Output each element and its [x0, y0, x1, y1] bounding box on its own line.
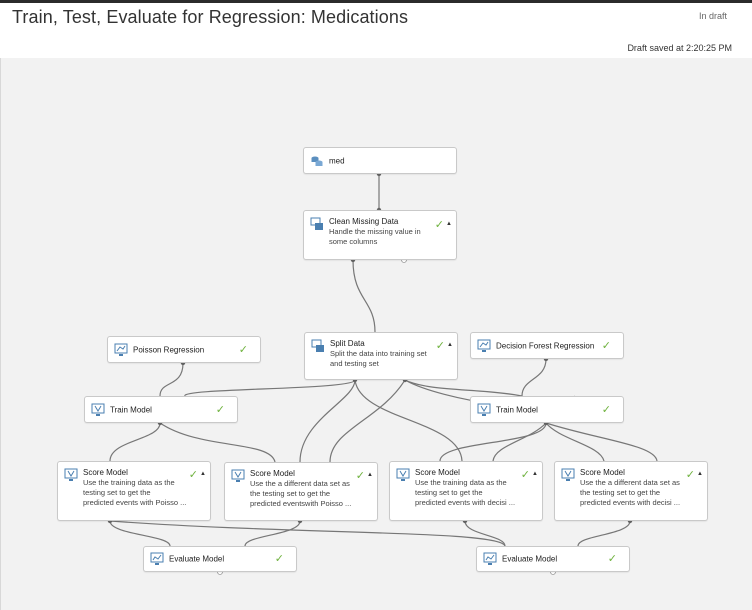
module-name: Decision Forest Regression	[496, 341, 595, 350]
module-name: Clean Missing Data	[329, 217, 399, 226]
split-icon	[311, 339, 324, 352]
collapse-icon[interactable]: ▲	[200, 471, 206, 477]
train-icon	[91, 403, 105, 416]
module-score-model-1[interactable]: Score Model Use the training data as the…	[57, 461, 211, 521]
evaluate-icon	[150, 552, 164, 565]
status-check-icon: ✓	[607, 553, 617, 565]
module-name: Score Model	[83, 468, 128, 477]
module-name: med	[329, 156, 345, 165]
collapse-icon[interactable]: ▲	[447, 342, 453, 348]
module-clean-missing-data[interactable]: Clean Missing Data Handle the missing va…	[303, 210, 457, 260]
collapse-icon[interactable]: ▲	[446, 221, 452, 227]
module-name: Score Model	[415, 468, 460, 477]
module-split-data[interactable]: Split Data Split the data into training …	[304, 332, 458, 380]
module-name: Score Model	[580, 468, 625, 477]
status-check-icon: ✓	[188, 469, 198, 481]
module-description: Split the data into training set and tes…	[330, 349, 427, 368]
evaluate-icon	[483, 552, 497, 565]
status-check-icon: ✓	[238, 344, 248, 356]
score-icon	[561, 468, 575, 481]
module-description: Use the a different data set as the test…	[250, 479, 352, 508]
status-check-icon: ✓	[520, 469, 530, 481]
module-name: Split Data	[330, 339, 365, 348]
model-icon	[477, 339, 491, 352]
status-check-icon: ✓	[434, 219, 444, 231]
saved-timestamp: Draft saved at 2:20:25 PM	[627, 43, 732, 53]
score-icon	[231, 469, 245, 482]
status-check-icon: ✓	[215, 404, 225, 416]
module-name: Train Model	[496, 405, 538, 414]
status-check-icon: ✓	[274, 553, 284, 565]
module-evaluate-model-forest[interactable]: Evaluate Model ✓	[476, 546, 630, 572]
module-description: Use the a different data set as the test…	[580, 478, 681, 507]
experiment-header: Train, Test, Evaluate for Regression: Me…	[0, 3, 752, 59]
module-name: Poisson Regression	[133, 345, 205, 354]
clean-data-icon	[310, 217, 323, 230]
train-icon	[477, 403, 491, 416]
top-bar	[0, 0, 752, 3]
status-check-icon: ✓	[685, 469, 695, 481]
dataset-icon	[311, 156, 323, 166]
module-train-model-poisson[interactable]: Train Model ✓	[84, 396, 238, 423]
module-poisson-regression[interactable]: Poisson Regression ✓	[107, 336, 261, 363]
module-name: Score Model	[250, 469, 295, 478]
module-med-dataset[interactable]: med	[303, 147, 457, 174]
module-description: Use the training data as the testing set…	[415, 478, 516, 507]
module-score-model-3[interactable]: Score Model Use the training data as the…	[389, 461, 543, 521]
module-train-model-forest[interactable]: Train Model ✓	[470, 396, 624, 423]
collapse-icon[interactable]: ▲	[367, 472, 373, 478]
status-check-icon: ✓	[355, 470, 365, 482]
status-check-icon: ✓	[435, 340, 445, 352]
module-decision-forest-regression[interactable]: Decision Forest Regression ✓	[470, 332, 624, 359]
module-name: Evaluate Model	[502, 554, 558, 564]
score-icon	[396, 468, 410, 481]
status-check-icon: ✓	[601, 404, 611, 416]
module-description: Handle the missing value in some columns	[329, 227, 421, 246]
experiment-title[interactable]: Train, Test, Evaluate for Regression: Me…	[12, 7, 409, 27]
module-name: Evaluate Model	[169, 554, 225, 564]
module-score-model-2[interactable]: Score Model Use the a different data set…	[224, 462, 378, 521]
module-evaluate-model-poisson[interactable]: Evaluate Model ✓	[143, 546, 297, 572]
model-icon	[114, 343, 128, 356]
module-description: Use the training data as the testing set…	[83, 478, 187, 507]
module-score-model-4[interactable]: Score Model Use the a different data set…	[554, 461, 708, 521]
status-check-icon: ✓	[601, 340, 611, 352]
module-name: Train Model	[110, 405, 152, 414]
collapse-icon[interactable]: ▲	[697, 471, 703, 477]
collapse-icon[interactable]: ▲	[532, 471, 538, 477]
draft-status: In draft	[698, 11, 727, 21]
score-icon	[64, 468, 78, 481]
